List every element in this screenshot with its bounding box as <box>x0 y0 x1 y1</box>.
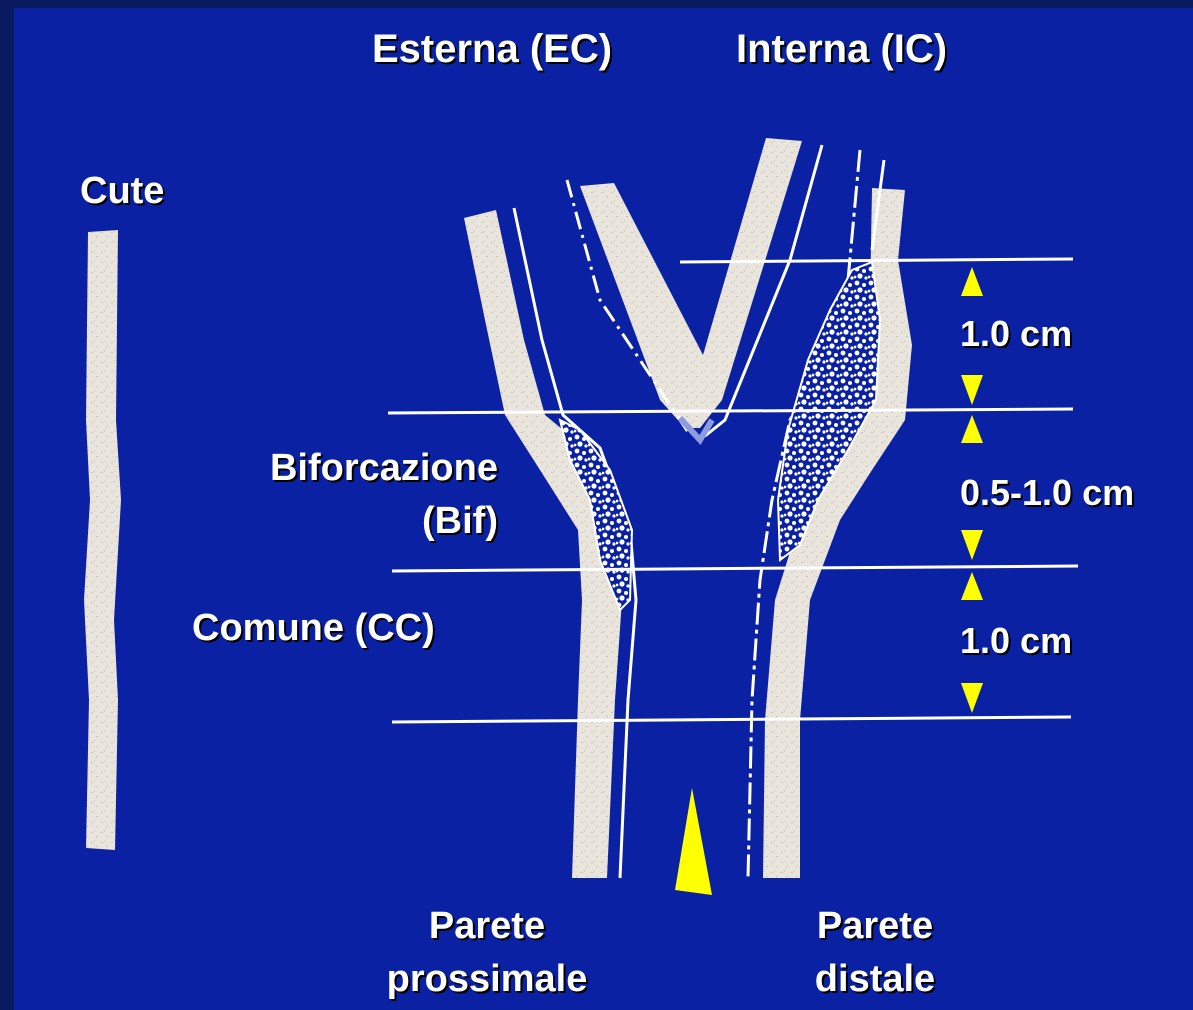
label-near-wall-line2: prossimale <box>332 953 642 1006</box>
label-common-carotid: Comune (CC) <box>192 607 435 651</box>
label-far-wall-line1: Parete <box>775 900 975 953</box>
marker-cc-down <box>961 683 983 713</box>
line-bifurcation-bottom <box>392 566 1078 571</box>
label-near-wall: Parete prossimale <box>332 900 642 1006</box>
label-bifurcation-line2: (Bif) <box>270 495 498 548</box>
label-skin: Cute <box>80 170 164 214</box>
label-bifurcation-line1: Biforcazione <box>270 442 498 495</box>
skin-layer <box>84 230 121 850</box>
line-cc-bottom <box>392 717 1071 722</box>
marker-bif-down <box>961 530 983 560</box>
label-far-wall: Parete distale <box>775 900 975 1006</box>
marker-ic-down <box>961 375 983 405</box>
label-internal-carotid: Interna (IC) <box>736 26 947 72</box>
beam-arrow-icon <box>675 788 712 895</box>
external-carotid-wall <box>580 138 802 428</box>
label-external-carotid: Esterna (EC) <box>372 26 612 72</box>
label-segment-internal: 1.0 cm <box>960 313 1072 354</box>
marker-bif-up <box>961 415 983 443</box>
label-bifurcation: Biforcazione (Bif) <box>270 442 498 548</box>
label-far-wall-line2: distale <box>775 953 975 1006</box>
label-near-wall-line1: Parete <box>332 900 642 953</box>
label-segment-common: 1.0 cm <box>960 620 1072 661</box>
marker-ic-up <box>961 267 983 296</box>
line-bifurcation-top <box>388 409 1073 413</box>
label-segment-bifurcation: 0.5-1.0 cm <box>960 472 1134 513</box>
marker-cc-up <box>961 572 983 600</box>
